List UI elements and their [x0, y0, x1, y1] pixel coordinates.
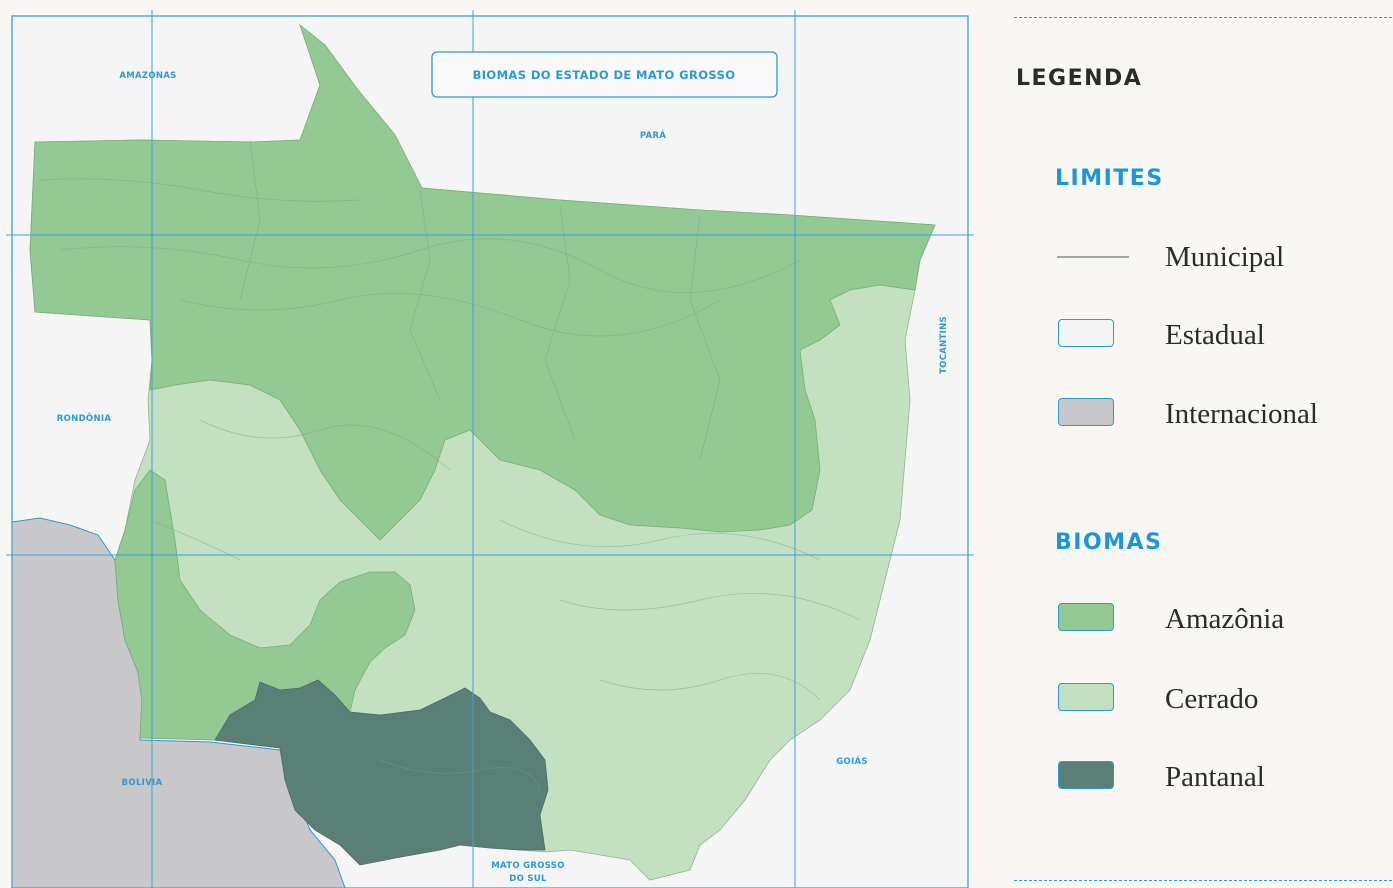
- label-rondonia: RONDÔNIA: [57, 412, 112, 424]
- label-goias: GOIÁS: [836, 755, 868, 767]
- amazonia-north-region: [29, 23, 936, 541]
- limits-heading: LIMITES: [1055, 166, 1164, 191]
- map-panel: BIOMAS DO ESTADO DE MATO GROSSO AMAZONAS…: [6, 10, 974, 888]
- estadual-swatch: [1058, 319, 1114, 347]
- map-canvas: BIOMAS DO ESTADO DE MATO GROSSO AMAZONAS…: [6, 10, 974, 888]
- legend-panel: LEGENDA LIMITES Municipal Estadual Inter…: [1010, 0, 1393, 888]
- legend-label-cerrado: Cerrado: [1165, 683, 1259, 715]
- label-bolivia: BOLIVIA: [122, 778, 163, 788]
- label-tocantins: TOCANTINS: [939, 316, 949, 374]
- legend-item-pantanal: Pantanal: [1055, 757, 1385, 797]
- legend-top-divider: [1014, 17, 1392, 18]
- map-title-box: [431, 51, 778, 98]
- amazonia-southwest-region: [114, 469, 416, 741]
- label-mato-grosso-do-sul-1: MATO GROSSO: [491, 861, 565, 871]
- label-amazonas: AMAZONAS: [119, 71, 176, 81]
- pantanal-region: [214, 679, 549, 866]
- legend-label-municipal: Municipal: [1165, 241, 1285, 273]
- label-mato-grosso-do-sul-2: DO SUL: [509, 874, 547, 884]
- amazonia-swatch: [1058, 603, 1114, 631]
- legend-bottom-divider: [1014, 880, 1392, 881]
- legend-item-internacional: Internacional: [1055, 394, 1385, 434]
- legend-item-municipal: Municipal: [1055, 237, 1385, 277]
- map-title: BIOMAS DO ESTADO DE MATO GROSSO: [473, 68, 736, 82]
- legend-item-amazonia: Amazônia: [1055, 599, 1385, 639]
- graticule: [6, 10, 974, 888]
- legend-label-pantanal: Pantanal: [1165, 761, 1265, 793]
- pantanal-swatch: [1058, 761, 1114, 789]
- legend-label-amazonia: Amazônia: [1165, 603, 1285, 635]
- municipal-boundaries: [39, 139, 861, 791]
- internacional-swatch: [1058, 398, 1114, 426]
- biomes-heading: BIOMAS: [1055, 530, 1163, 555]
- legend-item-cerrado: Cerrado: [1055, 679, 1385, 719]
- cerrado-swatch: [1058, 683, 1114, 711]
- legend-heading: LEGENDA: [1016, 66, 1143, 91]
- municipal-line-swatch: [1057, 256, 1129, 258]
- label-para: PARÁ: [640, 129, 666, 141]
- legend-item-estadual: Estadual: [1055, 315, 1385, 355]
- legend-label-internacional: Internacional: [1165, 398, 1318, 430]
- legend-label-estadual: Estadual: [1165, 319, 1265, 351]
